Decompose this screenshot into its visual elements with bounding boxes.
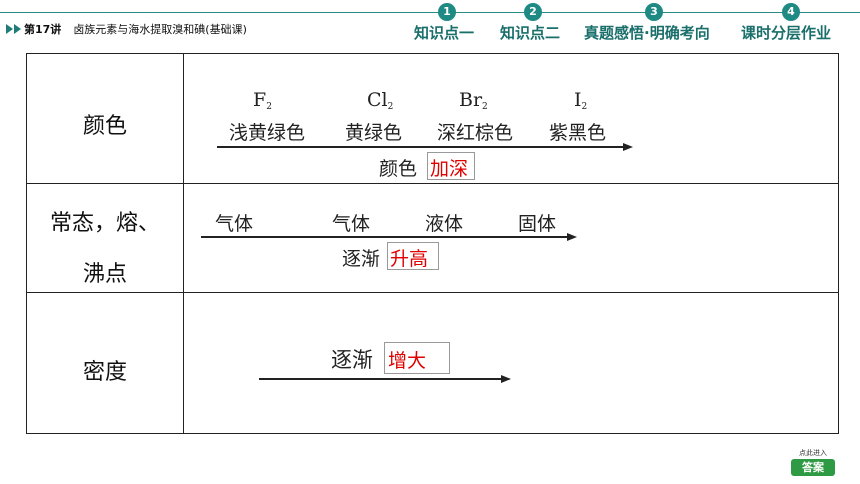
nav-badge: 3 [645, 3, 663, 21]
row-divider [27, 292, 838, 293]
state-i2: 固体 [518, 213, 557, 235]
element-symbol-f2: F2 [253, 89, 272, 112]
answer-color-deepen: 加深 [430, 158, 469, 180]
answer-boiling-rise: 升高 [390, 248, 429, 270]
header-divider [0, 12, 860, 13]
color-f2: 浅黄绿色 [229, 122, 306, 144]
arrow-head-icon [623, 143, 633, 151]
nav-label: 课时分层作业 [741, 24, 832, 42]
element-symbol-br2: Br2 [459, 89, 488, 112]
arrow-head-icon [501, 375, 511, 383]
state-f2: 气体 [215, 213, 254, 235]
state-cl2: 气体 [332, 213, 371, 235]
nav-label: 知识点二 [500, 24, 561, 42]
answer-box [387, 242, 439, 270]
nav-badge: 1 [438, 3, 456, 21]
nav-label: 知识点一 [414, 24, 475, 42]
answer-box [427, 152, 475, 180]
color-cl2: 黄绿色 [345, 122, 403, 144]
element-symbol-cl2: Cl2 [367, 89, 394, 112]
trend-prefix-boiling: 逐渐 [342, 248, 381, 270]
answer-box [384, 342, 450, 374]
row-label-color: 颜色 [82, 114, 127, 139]
play-arrow-icon [6, 24, 13, 34]
answer-button-label: 答案 [791, 459, 835, 476]
column-divider [183, 54, 184, 433]
lesson-title: 第17讲 卤族元素与海水提取溴和碘(基础课) [6, 21, 247, 37]
properties-table: 颜色 F2 Cl2 Br2 I2 浅黄绿色 黄绿色 深红棕色 紫黑色 颜色 加深… [26, 53, 839, 434]
lesson-name: 卤族元素与海水提取溴和碘(基础课) [73, 23, 247, 36]
state-br2: 液体 [425, 213, 464, 235]
arrow-head-icon [567, 233, 577, 241]
color-br2: 深红棕色 [437, 122, 514, 144]
nav-badge: 4 [782, 3, 800, 21]
row-divider [27, 183, 838, 184]
trend-arrow-line [217, 146, 625, 148]
trend-arrow-line [259, 378, 503, 380]
element-symbol-i2: I2 [574, 89, 588, 112]
answer-button-caption: 点此进入 [799, 449, 827, 457]
color-i2: 紫黑色 [549, 122, 607, 144]
row-label-boiling: 沸点 [82, 262, 127, 287]
nav-badge: 2 [524, 3, 542, 21]
answer-density-increase: 增大 [388, 350, 427, 372]
trend-prefix-color: 颜色 [379, 158, 418, 180]
play-arrow-icon [14, 24, 21, 34]
trend-prefix-density: 逐渐 [331, 348, 373, 372]
row-label-state: 常态，熔、 [49, 211, 160, 236]
row-label-density: 密度 [82, 360, 127, 385]
nav-label: 真题感悟·明确考向 [584, 24, 710, 42]
answer-button[interactable]: 点此进入 答案 [787, 448, 839, 478]
top-navigation-bar: 第17讲 卤族元素与海水提取溴和碘(基础课) 1 知识点一 2 知识点二 3 真… [0, 0, 860, 44]
trend-arrow-line [201, 236, 569, 238]
lesson-number: 第17讲 [24, 23, 62, 36]
